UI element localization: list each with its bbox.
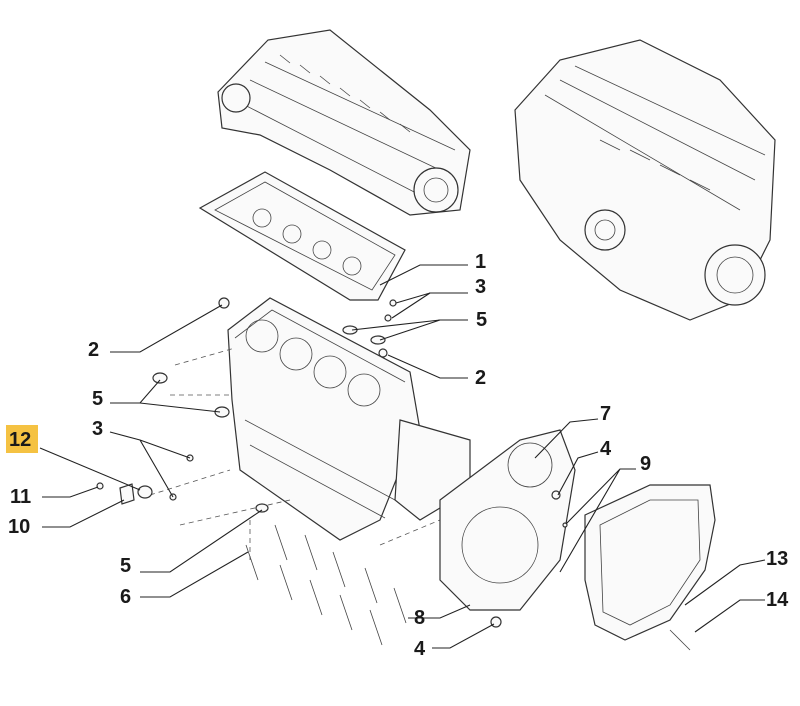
callout-c5a[interactable]: 5: [476, 309, 487, 331]
flywheel-housing-illustration: [584, 484, 716, 641]
callout-c2a[interactable]: 2: [88, 339, 99, 361]
callout-c12[interactable]: 12: [9, 429, 31, 451]
callout-c3b[interactable]: 3: [92, 418, 103, 440]
small-parts: [96, 297, 568, 628]
callout-labels: 1 2 2 3 3 4 4 5 5 5 6 7 8 9 10 11 12 13 …: [6, 251, 789, 660]
callout-c14[interactable]: 14: [766, 589, 789, 611]
callout-c3a[interactable]: 3: [475, 276, 486, 298]
head-gasket-illustration: [198, 171, 406, 301]
highlight-marker: [6, 425, 38, 453]
rear-plate-illustration: [439, 429, 576, 611]
callout-c4a[interactable]: 4: [600, 438, 612, 460]
callout-c1[interactable]: 1: [475, 251, 486, 273]
complete-engine-illustration: [514, 39, 776, 321]
callout-c8[interactable]: 8: [414, 607, 425, 629]
callout-c4b[interactable]: 4: [414, 638, 426, 660]
cylinder-head-illustration: [217, 29, 471, 216]
callout-c7[interactable]: 7: [600, 403, 611, 425]
bolts: [245, 524, 691, 651]
alignment-lines: [149, 347, 441, 560]
callout-c5b[interactable]: 5: [92, 388, 103, 410]
callout-c6[interactable]: 6: [120, 586, 131, 608]
leader-lines: [39, 264, 766, 649]
callout-c10[interactable]: 10: [8, 516, 30, 538]
callout-c5c[interactable]: 5: [120, 555, 131, 577]
callout-c9[interactable]: 9: [640, 453, 651, 475]
callout-c11[interactable]: 11: [10, 486, 31, 508]
callout-c13[interactable]: 13: [766, 548, 788, 570]
callout-c2b[interactable]: 2: [475, 367, 486, 389]
